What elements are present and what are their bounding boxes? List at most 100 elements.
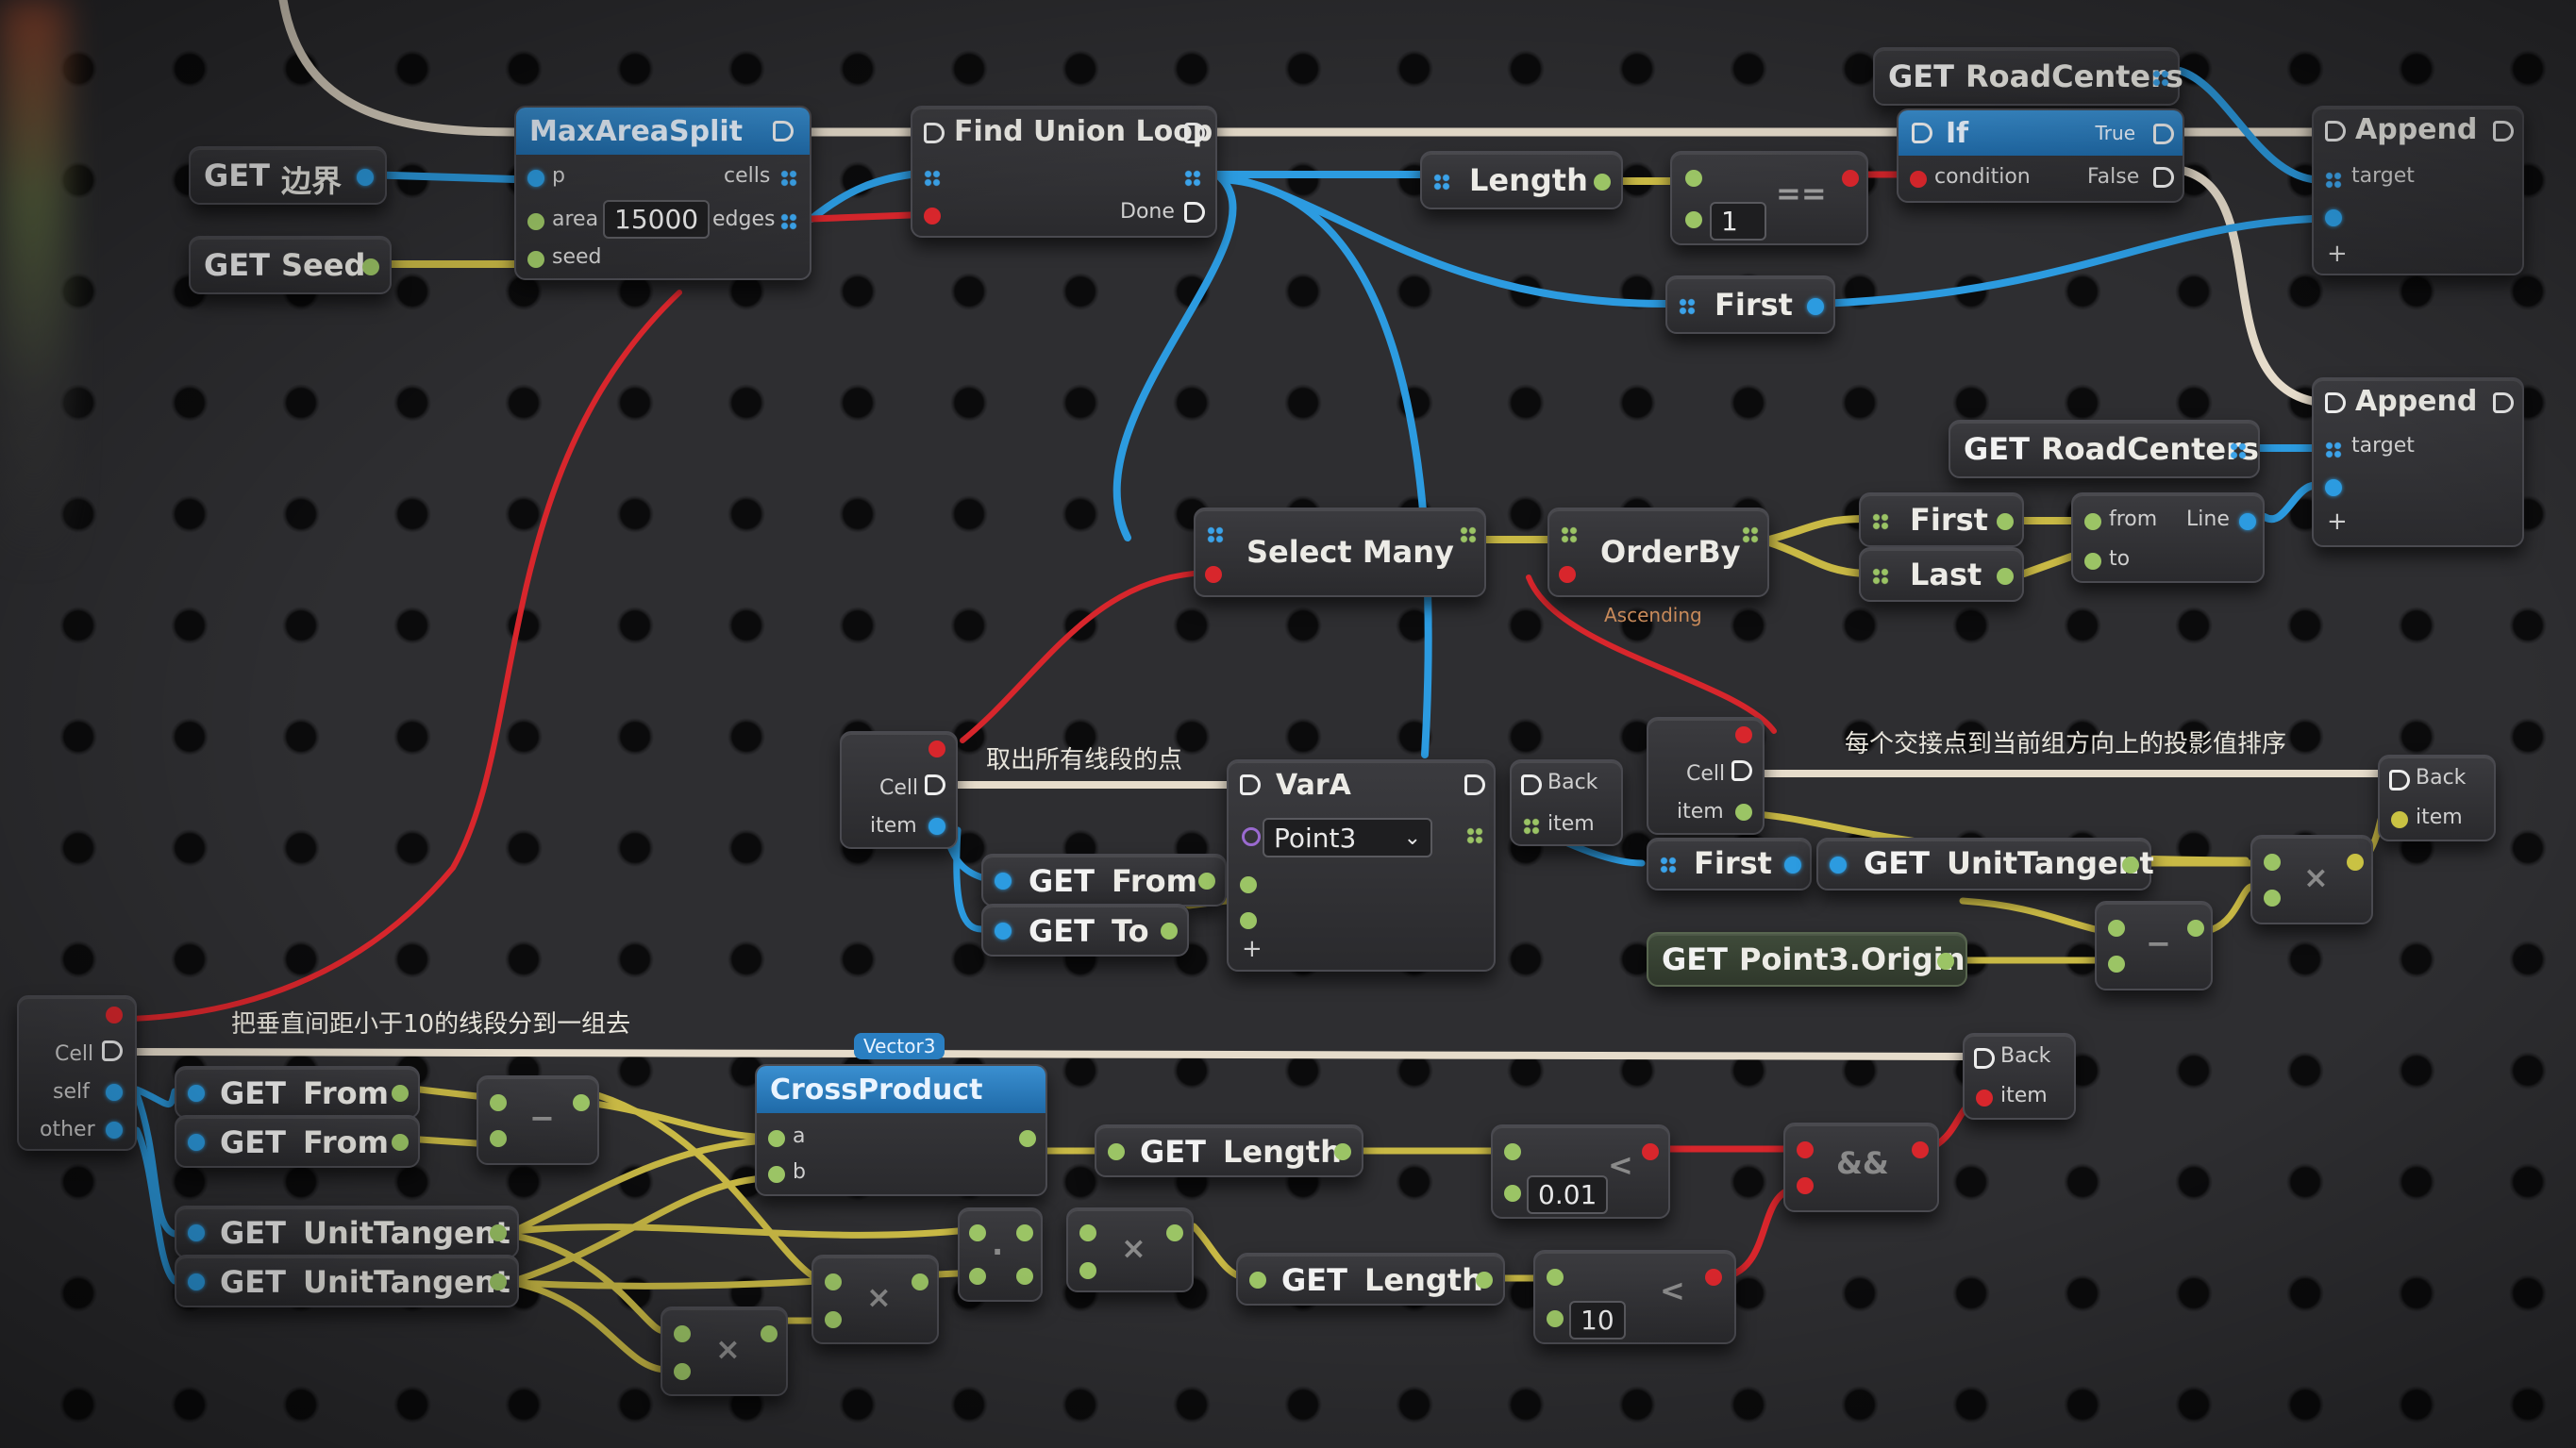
wire-exec[interactable] [133, 1048, 1966, 1060]
output-pin-item[interactable] [928, 818, 945, 835]
output-pin[interactable] [1161, 923, 1178, 940]
output-pin[interactable] [490, 1224, 507, 1241]
wire-vector[interactable] [953, 826, 985, 933]
select-many-node[interactable]: Select Many [1194, 508, 1486, 597]
output-pin[interactable] [1807, 298, 1824, 315]
exec-true-pin[interactable] [2153, 124, 2174, 144]
cell-node[interactable]: Cell self other [17, 995, 137, 1151]
node-header[interactable]: CrossProduct [757, 1066, 1045, 1113]
get-unittangent-node[interactable]: GET UnitTangent [1816, 838, 2154, 890]
input-pin[interactable] [1830, 857, 1847, 874]
output-pin[interactable] [1642, 1143, 1659, 1160]
wire-exec[interactable] [2175, 165, 2317, 406]
output-pin[interactable] [912, 1273, 928, 1290]
input-pin-b[interactable] [1240, 912, 1257, 929]
output-pin[interactable] [1019, 1130, 1036, 1147]
output-pin[interactable] [761, 1325, 778, 1342]
exec-out-pin[interactable] [2493, 121, 2514, 141]
node-header[interactable]: MaxAreaSplit [516, 108, 810, 155]
wire-float[interactable] [510, 1279, 669, 1373]
input-pin-b[interactable] [1797, 1177, 1814, 1194]
exec-out-pin[interactable] [1731, 760, 1752, 781]
orderby-node[interactable]: OrderBy [1547, 508, 1769, 597]
compare-value-field[interactable]: 0.01 [1527, 1175, 1609, 1214]
input-pin-area[interactable] [527, 213, 544, 230]
get-from-node[interactable]: GET From [175, 1066, 420, 1119]
cross-product-node[interactable]: CrossProduct a b [755, 1064, 1047, 1196]
wire-vector[interactable] [1218, 175, 1432, 758]
length-node[interactable]: Length [1420, 151, 1623, 209]
get-boundary-node[interactable]: GET 边界 [189, 146, 387, 205]
wire-float[interactable] [510, 1232, 669, 1335]
wire-vector[interactable] [2176, 67, 2316, 183]
dot-product-node[interactable]: · [958, 1207, 1043, 1302]
wire-float[interactable] [510, 1138, 759, 1235]
wire-float[interactable] [510, 1223, 962, 1239]
input-pin[interactable] [1872, 568, 1889, 585]
input-pin[interactable] [1679, 298, 1696, 315]
get-seed-node[interactable]: GET Seed [189, 236, 392, 294]
input-pin-from[interactable] [2084, 513, 2101, 530]
wire-float[interactable] [2020, 553, 2075, 577]
exec-in-pin[interactable] [1974, 1048, 1995, 1069]
input-pin-b[interactable] [2108, 956, 2125, 973]
output-pin[interactable] [1912, 1141, 1929, 1158]
wire-vector[interactable] [808, 171, 914, 223]
wire-float[interactable] [416, 1086, 480, 1100]
get-length-node[interactable]: GET Length [1095, 1124, 1363, 1177]
wire-vector[interactable] [2261, 482, 2316, 524]
output-pin[interactable] [1166, 1224, 1183, 1241]
input-pin-a[interactable] [1240, 876, 1257, 893]
wire-exec[interactable] [278, 0, 519, 137]
output-pin[interactable] [490, 1273, 507, 1290]
get-roadcenters-node[interactable]: GET RoadCenters [1949, 420, 2260, 478]
output-pin-cells[interactable] [780, 170, 797, 187]
input-pin[interactable] [1249, 1272, 1266, 1289]
multiply-node[interactable]: × [811, 1255, 939, 1344]
exec-out-pin[interactable] [925, 774, 945, 795]
output-pin[interactable] [1466, 827, 1483, 844]
input-pin[interactable] [928, 741, 945, 757]
wire-vector[interactable] [360, 171, 518, 183]
if-node[interactable]: If True condition False [1897, 108, 2184, 203]
output-pin-self[interactable] [106, 1084, 123, 1101]
wire-bool[interactable] [129, 290, 682, 1022]
exec-in-pin[interactable] [924, 123, 945, 143]
back-item-node[interactable]: Back item [1510, 759, 1623, 846]
subtract-node[interactable]: − [477, 1075, 599, 1165]
output-pin[interactable] [2239, 513, 2256, 530]
output-pin-b[interactable] [1016, 1268, 1033, 1285]
exec-done-pin[interactable] [1184, 202, 1205, 223]
get-from-node[interactable]: GET From [175, 1115, 420, 1168]
input-pin-a[interactable] [2108, 920, 2125, 937]
input-pin-to[interactable] [2084, 553, 2101, 570]
input-pin-item[interactable] [1976, 1090, 1993, 1107]
input-pin[interactable] [1660, 857, 1677, 874]
input-pin[interactable] [188, 1134, 205, 1151]
output-pin-loop[interactable] [1184, 170, 1201, 187]
input-pin-a[interactable] [2264, 854, 2281, 871]
input-pin-source[interactable] [1561, 526, 1578, 543]
output-pin[interactable] [2230, 442, 2247, 459]
back-item-node[interactable]: Back item [1963, 1033, 2076, 1120]
output-pin[interactable] [2152, 70, 2169, 87]
input-pin-a[interactable] [1504, 1143, 1521, 1160]
input-pin-selector[interactable] [1205, 566, 1222, 583]
output-pin[interactable] [1997, 513, 2014, 530]
output-pin[interactable] [573, 1094, 590, 1111]
input-pin-a[interactable] [825, 1273, 842, 1290]
input-pin-b[interactable] [768, 1166, 785, 1183]
find-union-loop-node[interactable]: Find Union Loop Done [911, 106, 1217, 238]
exec-false-pin[interactable] [2153, 167, 2174, 188]
input-pin-p[interactable] [527, 170, 544, 187]
output-pin[interactable] [1334, 1143, 1351, 1160]
first-node[interactable]: First [1647, 838, 1812, 890]
append-node[interactable]: Append target + [2312, 106, 2524, 275]
less-than-node[interactable]: 10 < [1533, 1250, 1736, 1344]
input-pin[interactable] [106, 1007, 123, 1024]
exec-out-pin[interactable] [773, 121, 794, 141]
back-item-node[interactable]: Back item [2378, 755, 2496, 841]
add-pin-button[interactable]: + [1242, 935, 1263, 963]
last-node[interactable]: Last [1859, 547, 2024, 602]
input-pin[interactable] [188, 1273, 205, 1290]
